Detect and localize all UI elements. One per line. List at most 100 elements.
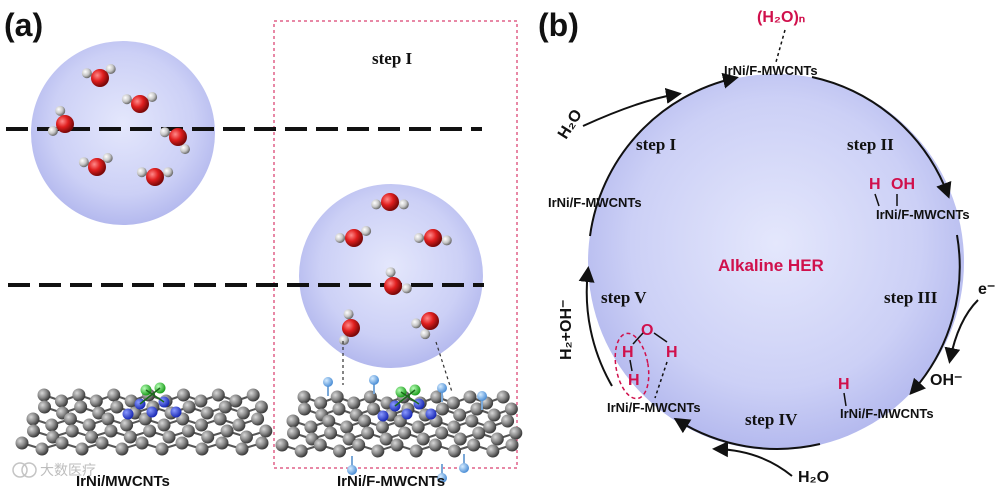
catalyst-label-bottom-right: IrNi/F-MWCNTs bbox=[840, 406, 934, 421]
carbon-atom bbox=[143, 424, 157, 438]
carbon-atom bbox=[195, 442, 209, 456]
electron-arrow bbox=[944, 299, 979, 364]
oxygen-atom bbox=[56, 115, 74, 133]
oxygen-atom bbox=[131, 95, 149, 113]
carbon-atom bbox=[63, 412, 77, 426]
hydrogen-atom bbox=[81, 68, 92, 79]
water-o-step5: O bbox=[641, 322, 653, 339]
metal-atom bbox=[425, 408, 437, 420]
water-molecules bbox=[47, 64, 452, 346]
carbon-atom bbox=[235, 442, 249, 456]
carbon-atom bbox=[259, 424, 273, 438]
carbon-atom bbox=[95, 436, 109, 450]
carbon-atom bbox=[504, 402, 518, 416]
oxygen-atom bbox=[345, 229, 363, 247]
carbon-atom bbox=[453, 408, 467, 422]
graphene-substrate-left bbox=[15, 382, 273, 456]
cycle-step-3: step III bbox=[884, 288, 938, 307]
carbon-atom bbox=[54, 394, 68, 408]
hydrogen-atom bbox=[47, 126, 58, 136]
catalyst-label-left: IrNi/F-MWCNTs bbox=[548, 195, 642, 210]
adsorbed-h-step2: H bbox=[869, 176, 881, 193]
carbon-atom bbox=[411, 420, 425, 434]
carbon-atom bbox=[333, 444, 346, 458]
carbon-atom bbox=[215, 436, 229, 450]
cycle-arc-3 bbox=[909, 234, 961, 395]
cycle-circle bbox=[588, 74, 964, 450]
panel-a-label: (a) bbox=[4, 7, 43, 43]
carbon-atom bbox=[390, 438, 404, 452]
oxygen-atom bbox=[169, 128, 187, 146]
hydrogen-atom bbox=[335, 233, 345, 243]
hydrogen-atom bbox=[136, 167, 147, 178]
water-cluster-bond bbox=[775, 29, 786, 63]
water-molecule bbox=[339, 309, 360, 346]
carbon-atom bbox=[428, 438, 442, 452]
hydrogen-atom bbox=[361, 226, 372, 236]
hydrogen-atom bbox=[102, 153, 113, 164]
carbon-atom bbox=[332, 402, 346, 416]
step-i-box bbox=[273, 20, 518, 469]
oxygen-atom bbox=[342, 319, 360, 337]
cycle-arc-5 bbox=[578, 266, 613, 387]
carbon-atom bbox=[236, 406, 250, 420]
carbon-atom bbox=[330, 390, 344, 404]
products-label: H₂+OH⁻ bbox=[558, 300, 575, 360]
carbon-atom bbox=[218, 400, 232, 414]
carbon-atom bbox=[181, 424, 195, 438]
cycle-step-2: step II bbox=[847, 135, 894, 154]
fluorine-atom bbox=[369, 375, 379, 385]
adsorbed-oh-step2: OH bbox=[891, 176, 915, 193]
carbon-atom bbox=[313, 438, 327, 452]
cycle-step-4: step IV bbox=[745, 410, 798, 429]
adsorbed-h-step4: H bbox=[838, 376, 850, 393]
carbon-atom bbox=[358, 414, 372, 428]
hydrogen-atom bbox=[420, 329, 431, 340]
carbon-atom bbox=[37, 388, 51, 402]
water-h2-step5: H bbox=[666, 344, 678, 361]
substrate-label-left: IrNi/MWCNTs bbox=[76, 473, 170, 490]
electron-label: e⁻ bbox=[978, 281, 995, 298]
metal-atom bbox=[377, 410, 389, 422]
carbon-atom bbox=[35, 442, 49, 456]
carbon-atom bbox=[275, 438, 289, 452]
hydrogen-atom bbox=[55, 105, 66, 116]
carbon-atom bbox=[201, 430, 215, 444]
h2o-input-top: H₂O bbox=[555, 107, 586, 142]
carbon-atom bbox=[472, 426, 486, 440]
carbon-atom bbox=[220, 424, 234, 438]
oxygen-atom bbox=[88, 158, 106, 176]
carbon-atom bbox=[72, 388, 86, 402]
carbon-atom bbox=[194, 394, 208, 408]
carbon-atom bbox=[175, 436, 189, 450]
water-molecule bbox=[414, 229, 452, 247]
oxygen-atom bbox=[146, 168, 164, 186]
carbon-atom bbox=[375, 420, 389, 434]
carbon-atom bbox=[352, 438, 366, 452]
hydrogen-atom bbox=[339, 335, 349, 346]
carbon-atom bbox=[361, 426, 375, 440]
bond-h-step2 bbox=[874, 193, 880, 207]
carbon-atom bbox=[26, 412, 40, 426]
h2o-input-bottom-arrow bbox=[712, 441, 793, 477]
water-cluster-label: (H₂O)ₙ bbox=[757, 9, 805, 26]
carbon-atom bbox=[287, 426, 300, 440]
carbon-atom bbox=[430, 390, 444, 404]
fluorine-atom bbox=[459, 463, 469, 473]
hydrogen-atom bbox=[371, 199, 382, 210]
carbon-atom bbox=[104, 424, 118, 438]
water-molecule bbox=[47, 105, 74, 136]
center-label: Alkaline HER bbox=[718, 256, 824, 275]
carbon-atom bbox=[286, 414, 300, 428]
bond-o-h1 bbox=[632, 332, 644, 345]
bond-h-h bbox=[629, 359, 633, 372]
hydrogen-atom bbox=[414, 233, 424, 243]
metal-atom bbox=[122, 408, 134, 420]
carbon-atom bbox=[124, 394, 138, 408]
carbon-atom bbox=[45, 418, 59, 432]
fluorine-atom bbox=[437, 473, 447, 483]
carbon-atom bbox=[123, 430, 137, 444]
carbon-atom bbox=[487, 408, 501, 422]
oxygen-atom bbox=[91, 69, 109, 87]
carbon-atom bbox=[435, 426, 449, 440]
